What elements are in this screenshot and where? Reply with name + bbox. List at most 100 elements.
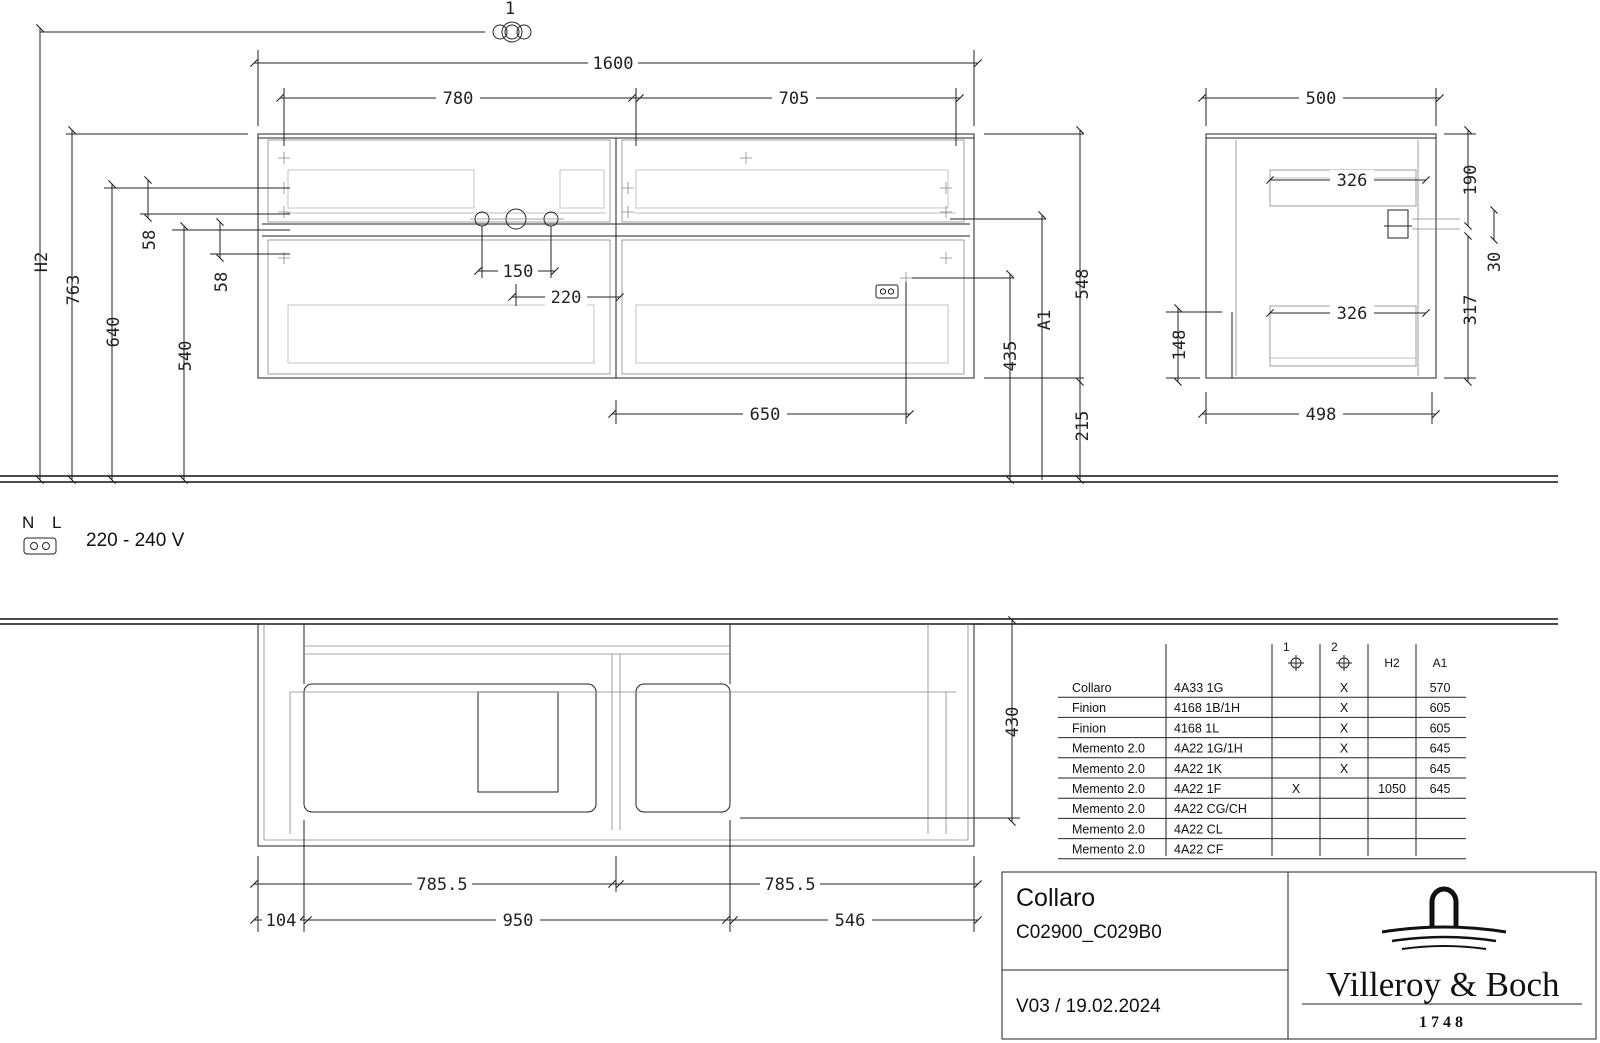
dim-body-548: 548 <box>1073 269 1093 300</box>
table-cell-series: Memento 2.0 <box>1072 762 1145 776</box>
table-cell-series: Finion <box>1072 701 1106 715</box>
table-cell-code: 4A22 1G/1H <box>1174 742 1243 756</box>
dim-tap-offset: 220 <box>551 288 582 308</box>
col-1-header: 1 <box>1283 640 1290 654</box>
table-cell-a1: 570 <box>1430 681 1451 695</box>
dim-depth-500: 500 <box>1306 89 1337 109</box>
table-cell-c1: X <box>1292 782 1301 796</box>
table-cell-h2: 1050 <box>1378 782 1406 796</box>
table-cell-a1: 605 <box>1430 721 1451 735</box>
table-cell-c2: X <box>1340 701 1349 715</box>
dim-148: 148 <box>1170 330 1190 361</box>
dim-half-right: 785.5 <box>764 875 815 895</box>
plan-dimension-labels: 430 785.5 785.5 104 950 546 <box>262 707 1023 931</box>
dim-socket-offset: 650 <box>750 405 781 425</box>
table-cell-c2: X <box>1340 742 1349 756</box>
position-label: 1 <box>505 0 515 19</box>
dim-540: 540 <box>176 341 196 372</box>
dim-a1: A1 <box>1035 310 1055 330</box>
neutral-label: N <box>22 513 34 532</box>
table-cell-code: 4A22 CF <box>1174 843 1224 857</box>
floor-line-top <box>0 475 1558 483</box>
table-cell-code: 4A22 CG/CH <box>1174 802 1247 816</box>
table-cell-c2: X <box>1340 721 1349 735</box>
symbol-1-icon <box>1288 655 1304 671</box>
dim-half-left: 785.5 <box>416 875 467 895</box>
dim-gap-30: 30 <box>1485 252 1505 272</box>
dim-depth-498: 498 <box>1306 405 1337 425</box>
front-view <box>257 133 975 379</box>
table-cell-code: 4A22 CL <box>1174 822 1223 836</box>
table-cell-code: 4168 1B/1H <box>1174 701 1240 715</box>
symbol-2-icon <box>1336 655 1352 671</box>
article-number: C02900_C029B0 <box>1016 922 1162 943</box>
dim-763: 763 <box>64 275 84 306</box>
socket-legend-icon <box>23 537 57 555</box>
dim-socket-height: 435 <box>1001 341 1021 372</box>
table-cell-a1: 645 <box>1430 762 1451 776</box>
table-cell-series: Memento 2.0 <box>1072 742 1145 756</box>
product-name: Collaro <box>1016 884 1095 912</box>
table-row: Memento 2.0 4A22 CL <box>1072 822 1223 836</box>
version-date: V03 / 19.02.2024 <box>1016 996 1161 1017</box>
dim-left-780: 780 <box>443 89 474 109</box>
table-cell-c2: X <box>1340 681 1349 695</box>
table-cell-series: Memento 2.0 <box>1072 822 1145 836</box>
table-cell-code: 4168 1L <box>1174 721 1219 735</box>
col-a1-header: A1 <box>1433 656 1448 670</box>
dim-inner-top: 326 <box>1337 171 1368 191</box>
table-row: Memento 2.0 4A22 1G/1H X 645 <box>1072 742 1450 756</box>
dim-640: 640 <box>104 317 124 348</box>
table-cell-series: Collaro <box>1072 681 1112 695</box>
brand-year: 1748 <box>1419 1014 1467 1031</box>
front-dimension-labels: 1600 780 705 150 220 650 435 A1 548 215 … <box>32 53 1093 441</box>
dim-floor-215: 215 <box>1073 411 1093 442</box>
side-dimension-labels: 500 498 326 326 190 30 317 148 <box>1170 88 1505 425</box>
brand-name: Villeroy & Boch <box>1326 965 1560 1004</box>
table-cell-c2: X <box>1340 762 1349 776</box>
dim-h2: H2 <box>32 252 52 272</box>
position-marker: 1 <box>40 0 532 43</box>
dim-inner-bottom: 326 <box>1337 304 1368 324</box>
voltage-label: 220 - 240 V <box>86 530 185 551</box>
electrical-info: N L 220 - 240 V <box>22 513 185 555</box>
dim-width-1600: 1600 <box>593 54 634 74</box>
compat-table-grid <box>1058 644 1466 860</box>
table-cell-series: Memento 2.0 <box>1072 802 1145 816</box>
table-cell-a1: 605 <box>1430 701 1451 715</box>
dim-lower-317: 317 <box>1461 295 1481 326</box>
dim-offset-104: 104 <box>266 911 297 931</box>
dim-58-top: 58 <box>140 230 160 250</box>
table-cell-a1: 645 <box>1430 742 1451 756</box>
compat-table-header: 1 2 H2 A1 <box>1283 640 1448 671</box>
side-view <box>1205 133 1460 379</box>
table-cell-code: 4A33 1G <box>1174 681 1223 695</box>
col-2-header: 2 <box>1331 640 1338 654</box>
live-label: L <box>52 513 61 532</box>
plan-dimensions <box>250 616 1020 932</box>
table-row: Memento 2.0 4A22 CG/CH <box>1072 802 1247 816</box>
front-dimensions <box>36 24 1084 484</box>
dim-tap-spacing: 150 <box>503 262 534 282</box>
table-cell-code: 4A22 1K <box>1174 762 1223 776</box>
dim-right-705: 705 <box>779 89 810 109</box>
floor-line-bottom <box>0 618 1558 625</box>
table-row: Memento 2.0 4A22 CF <box>1072 843 1224 857</box>
dim-depth-430: 430 <box>1003 707 1023 738</box>
plan-view <box>257 623 975 847</box>
dim-offset-546: 546 <box>835 911 866 931</box>
table-cell-series: Memento 2.0 <box>1072 782 1145 796</box>
table-row: Finion 4168 1B/1H X 605 <box>1072 701 1450 715</box>
title-block: Collaro C02900_C029B0 V03 / 19.02.2024 V… <box>1001 871 1597 1040</box>
tap-holes <box>470 208 564 230</box>
table-cell-code: 4A22 1F <box>1174 782 1222 796</box>
villeroy-boch-logo-icon <box>1381 886 1507 950</box>
table-cell-a1: 645 <box>1430 782 1451 796</box>
table-row: Memento 2.0 4A22 1K X 645 <box>1072 762 1450 776</box>
dim-upper-190: 190 <box>1461 165 1481 196</box>
table-cell-series: Memento 2.0 <box>1072 843 1145 857</box>
socket-icon <box>875 284 899 299</box>
